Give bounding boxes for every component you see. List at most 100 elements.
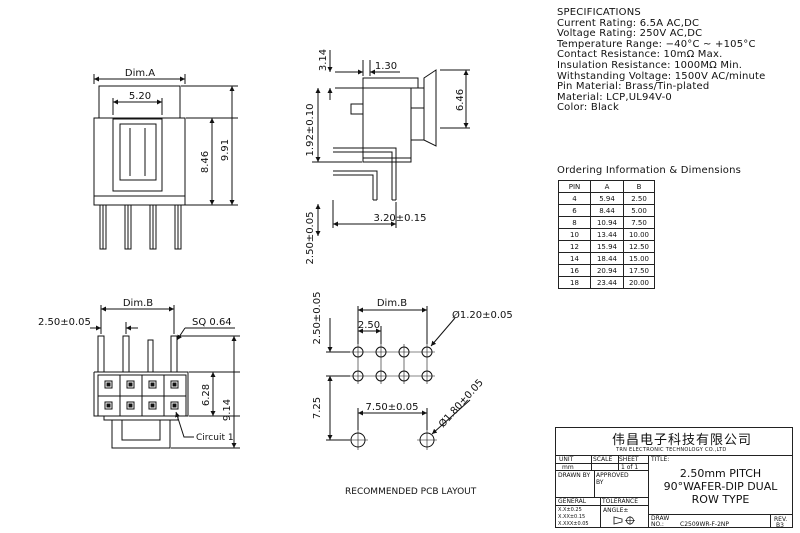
projection-symbol-icon xyxy=(613,516,635,525)
tb-title-label: TITLE: xyxy=(651,456,670,463)
pcb-layout xyxy=(326,306,471,450)
pcb-hole-centerlines xyxy=(350,344,435,384)
top-dim-pitch: 2.50±0.05 xyxy=(38,317,91,328)
table-cell: 18.44 xyxy=(590,252,624,265)
top-dim-b: Dim.B xyxy=(123,298,153,309)
pcb-dim-v250: 2.50±0.05 xyxy=(312,292,323,345)
pcb-dim-725: 7.25 xyxy=(312,397,323,419)
pcb-dim-h250: 2.50 xyxy=(358,320,380,331)
top-view-cavities xyxy=(104,380,179,410)
table-cell: 20.94 xyxy=(590,264,624,277)
tb-tolerance: TOLERANCE xyxy=(602,498,639,505)
pcb-dim-750: 7.50±0.05 xyxy=(366,402,419,413)
spec-line: Insulation Resistance: 1000MΩ Min. xyxy=(557,59,743,71)
tb-draw-no: C2509WR-F-2NP xyxy=(680,521,730,528)
front-dim-a: Dim.A xyxy=(125,68,155,79)
table-cell: 10.00 xyxy=(623,228,655,241)
table-cell: 8.44 xyxy=(590,204,624,217)
company-name-cn: 伟昌电子科技有限公司 xyxy=(612,433,753,448)
circuit-1-label: Circuit 1 xyxy=(196,433,234,443)
spec-line: Withstanding Voltage: 1500V AC/minute xyxy=(557,70,766,82)
spec-line: Material: LCP,UL94V-0 xyxy=(557,91,672,103)
top-view xyxy=(90,305,240,449)
side-view xyxy=(312,50,470,236)
side-dim-192: 1.92±0.10 xyxy=(305,104,316,157)
tb-sheet-value: 1 of 1 xyxy=(621,464,639,471)
spec-line: Voltage Rating: 250V AC,DC xyxy=(557,28,703,40)
drawing-title-line: 90°WAFER-DIP DUAL xyxy=(663,480,778,493)
tb-tol-1: X.X±0.25 xyxy=(558,507,582,513)
tb-rev-label: REV. xyxy=(774,516,788,523)
table-cell: 15.00 xyxy=(623,252,655,265)
tb-tol-2: X.XX±0.15 xyxy=(558,514,586,520)
spec-line: Pin Material: Brass/Tin-plated xyxy=(557,81,710,93)
front-dim-520: 5.20 xyxy=(129,91,151,102)
side-dim-320: 3.20±0.15 xyxy=(374,213,427,224)
table-cell: 18 xyxy=(558,276,591,289)
table-header: A xyxy=(590,180,624,193)
tb-sheet-label: SHEET xyxy=(619,456,639,463)
pcb-hole-small-dim: Ø1.20±0.05 xyxy=(452,309,513,321)
specifications-block: SPECIFICATIONS Current Rating: 6.5A AC,D… xyxy=(557,7,766,114)
table-cell: 12.50 xyxy=(623,240,655,253)
spec-line: Temperature Range: −40°C ~ +105°C xyxy=(557,38,756,50)
drawing-title-line: 2.50mm PITCH xyxy=(679,467,762,480)
spec-line: Contact Resistance: 10mΩ Max. xyxy=(557,49,723,61)
tb-general: GENERAL xyxy=(558,498,587,505)
table-cell: 10.94 xyxy=(590,216,624,229)
spec-line: Color: Black xyxy=(557,102,619,114)
spec-line: Current Rating: 6.5A AC,DC xyxy=(557,17,700,29)
tb-angle: ANGLE± xyxy=(603,507,629,514)
table-cell: 8 xyxy=(558,216,591,229)
tb-drawn-by: DRAWN BY xyxy=(558,472,591,479)
tb-scale-label: SCALE xyxy=(593,456,613,463)
side-dim-250: 2.50±0.05 xyxy=(305,212,316,265)
front-view xyxy=(93,74,238,250)
company-name-en: TRN ELECTRONIC TECHNOLOGY CO.,LTD xyxy=(616,447,727,453)
pcb-hole-large-dim: Ø1.80±0.05 xyxy=(436,377,486,430)
table-cell: 13.44 xyxy=(590,228,624,241)
tb-rev-value: B3 xyxy=(776,522,784,529)
table-cell: 15.94 xyxy=(590,240,624,253)
side-dim-646: 6.46 xyxy=(455,89,466,111)
table-cell: 23.44 xyxy=(590,276,624,289)
table-cell: 14 xyxy=(558,252,591,265)
tb-draw-no-label: DRAW NO.: xyxy=(651,515,670,528)
table-cell: 10 xyxy=(558,228,591,241)
table-cell: 12 xyxy=(558,240,591,253)
pcb-dim-b: Dim.B xyxy=(377,298,407,309)
table-cell: 4 xyxy=(558,192,591,205)
table-cell: 16 xyxy=(558,264,591,277)
drawing-title-line: ROW TYPE xyxy=(691,493,750,506)
table-header: B xyxy=(623,180,655,193)
tb-approved-by: APPROVED BY xyxy=(596,472,629,486)
table-cell: 5.00 xyxy=(623,204,655,217)
table-cell: 6 xyxy=(558,204,591,217)
table-header-row: PIN A B xyxy=(558,180,655,193)
tb-unit-label: UNIT xyxy=(559,456,574,463)
side-dim-314: 3.14 xyxy=(318,49,329,71)
tb-tol-3: X.XXX±0.05 xyxy=(558,521,589,527)
drawing-title: 2.50mm PITCH 90°WAFER-DIP DUAL ROW TYPE xyxy=(649,467,792,506)
table-cell: 7.50 xyxy=(623,216,655,229)
specifications-heading: SPECIFICATIONS xyxy=(557,7,641,18)
table-cell: 5.94 xyxy=(590,192,624,205)
top-dim-628: 6.28 xyxy=(201,384,212,406)
table-header: PIN xyxy=(558,180,591,193)
side-dim-130: 1.30 xyxy=(375,61,397,72)
top-dim-914: 9.14 xyxy=(222,399,233,421)
front-pins xyxy=(99,204,182,250)
table-cell: 2.50 xyxy=(623,192,655,205)
pcb-layout-caption: RECOMMENDED PCB LAYOUT xyxy=(345,487,477,497)
title-block: 伟昌电子科技有限公司 TRN ELECTRONIC TECHNOLOGY CO.… xyxy=(555,427,793,529)
